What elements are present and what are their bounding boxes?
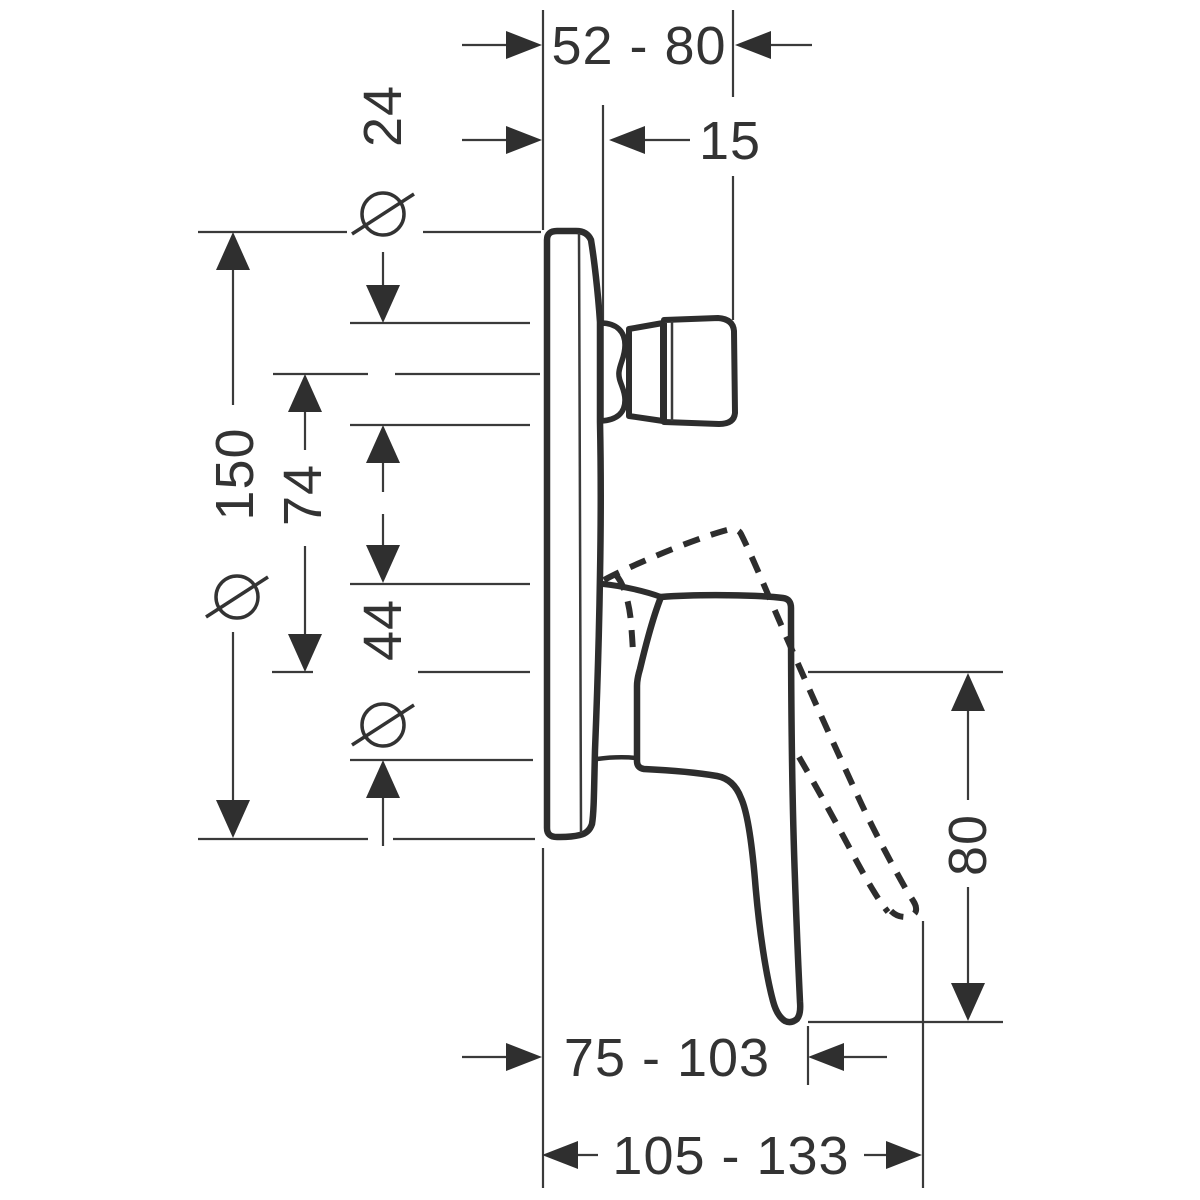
- arrow-up-icon: [288, 374, 322, 412]
- knob-collar: [598, 320, 628, 424]
- arrow-up-icon: [366, 425, 400, 463]
- mixer-body: [543, 227, 804, 1026]
- plate-rim-line: [577, 232, 583, 834]
- handle-sleeve-bottom: [594, 755, 639, 762]
- dim-label-knob-diameter: 24: [353, 85, 413, 147]
- arrow-left-icon: [609, 126, 645, 154]
- arrow-up-icon: [366, 760, 400, 798]
- arrow-down-icon: [366, 545, 400, 583]
- lever-handle: [633, 591, 804, 1026]
- arrow-right-icon: [886, 1141, 922, 1169]
- arrow-left-icon: [808, 1043, 844, 1071]
- extension-lines: [198, 10, 1003, 1188]
- arrow-down-icon: [216, 800, 250, 838]
- diameter-symbol: [351, 191, 415, 237]
- lever-handle-raised-dashed: [602, 526, 920, 920]
- dim-label-plate-depth: 15: [699, 111, 761, 171]
- knob-front-section: [661, 315, 738, 427]
- dim-label-sleeve-diameter: 44: [353, 599, 413, 661]
- arrow-up-icon: [216, 232, 250, 270]
- arrow-up-icon: [951, 673, 985, 711]
- arrow-left-icon: [735, 31, 771, 59]
- arrow-right-icon: [506, 1043, 542, 1071]
- dim-label-depth-range: 52 - 80: [551, 16, 726, 76]
- diameter-symbol: [351, 702, 415, 748]
- dashed-lever-top-edge: [602, 526, 920, 920]
- dashed-lever-collar-edge: [613, 573, 636, 658]
- knob-rear-section: [626, 320, 666, 424]
- handle-sleeve-top: [600, 581, 664, 600]
- dim-label-lever-reach-max: 105 - 133: [612, 1126, 849, 1186]
- dimension-labels: 52 - 80 15 75 - 103 105 - 133 150 74 44 …: [205, 16, 998, 1186]
- dim-label-lever-reach: 75 - 103: [564, 1028, 770, 1088]
- arrow-right-icon: [506, 126, 542, 154]
- dimension-arrows: [216, 31, 985, 1169]
- dim-label-plate-diameter: 150: [205, 427, 265, 520]
- dim-label-lever-drop: 80: [938, 814, 998, 876]
- dashed-lever-bottom-edge: [796, 755, 891, 914]
- escutcheon-plate: [543, 227, 604, 841]
- arrow-down-icon: [288, 634, 322, 672]
- arrow-down-icon: [951, 983, 985, 1021]
- dim-label-axis-distance: 74: [273, 464, 333, 526]
- arrow-down-icon: [366, 285, 400, 323]
- arrow-left-icon: [542, 1141, 578, 1169]
- diameter-symbol: [205, 574, 269, 620]
- arrow-right-icon: [506, 31, 542, 59]
